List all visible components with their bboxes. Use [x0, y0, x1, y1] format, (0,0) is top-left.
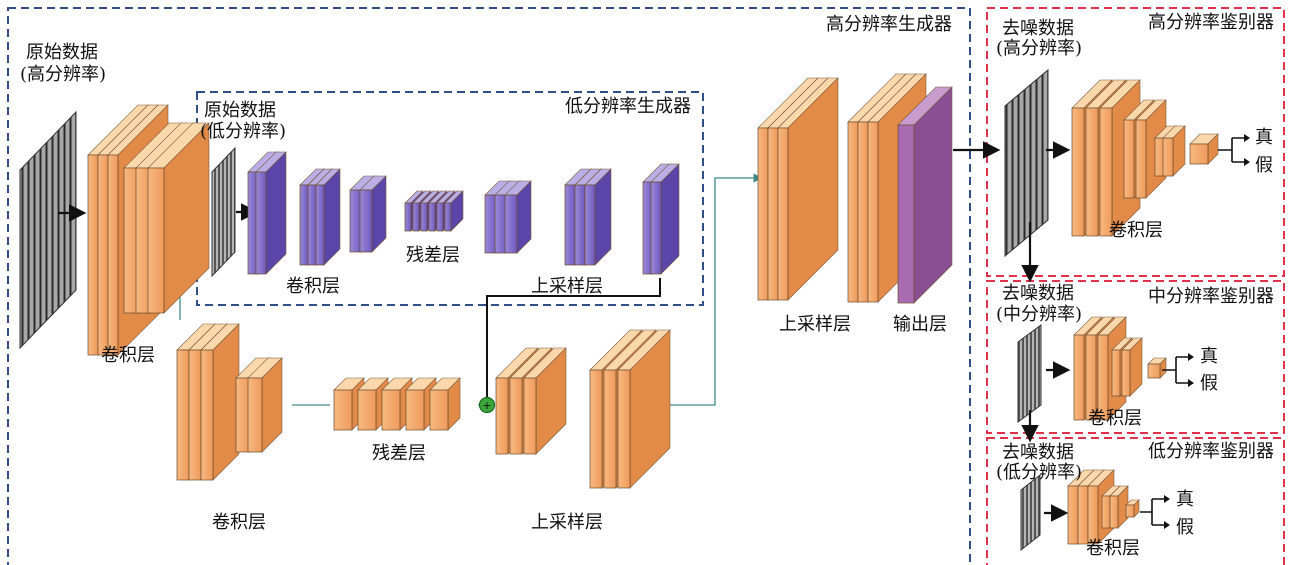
- lr-upsample-block: [504, 180, 532, 254]
- disc-conv-block: [1121, 337, 1143, 397]
- conv-layer-block: [247, 357, 283, 453]
- hr-residual-label: 残差层: [372, 443, 426, 464]
- hr-disc-conv-label: 卷积层: [1109, 220, 1163, 241]
- upsample-block: [777, 77, 839, 301]
- hr-disc-input-label: 去噪数据: [1002, 18, 1074, 39]
- lr-disc-input-label: 去噪数据: [1002, 442, 1074, 463]
- mr-denoised-image: [1017, 324, 1042, 423]
- mr-discriminator-box: [986, 280, 1285, 434]
- lr-upsample-block: [650, 163, 680, 275]
- hr-disc-fake: 假: [1255, 155, 1273, 176]
- disc-conv-block: [1189, 133, 1219, 165]
- lr-conv-block: [359, 175, 387, 253]
- hr-upsample-label: 上采样层: [531, 512, 603, 533]
- disc-conv-block: [1147, 357, 1167, 379]
- lr-residual-label: 残差层: [406, 245, 460, 266]
- add-node: [478, 396, 496, 414]
- skip-connection: [486, 278, 661, 398]
- lr-conv-block: [255, 151, 287, 275]
- hr-generator-box: [7, 7, 971, 565]
- hr-input-sublabel: (高分辨率): [20, 64, 107, 85]
- mr-disc-conv-label: 卷积层: [1088, 408, 1142, 429]
- lr-input-sublabel: (低分辨率): [200, 121, 287, 142]
- add-node-symbol: +: [482, 399, 491, 412]
- lr-residual-block: [444, 190, 464, 232]
- upsample-block: [523, 347, 567, 455]
- conv-layer-block: [147, 122, 210, 314]
- hr-disc-title: 高分辨率鉴别器: [1148, 12, 1274, 33]
- hr-disc-real: 真: [1255, 127, 1273, 148]
- lr-conv-label: 卷积层: [286, 276, 340, 297]
- hr-output-label: 输出层: [893, 314, 947, 335]
- lr-disc-input-sublabel: (低分辨率): [996, 462, 1083, 483]
- disc-conv-block: [1125, 499, 1140, 518]
- lr-input-image: [211, 146, 236, 278]
- upsample-block: [617, 329, 671, 489]
- lr-discriminator-box: [986, 437, 1285, 565]
- real-fake-arrows: [1140, 137, 1244, 526]
- mr-disc-input-sublabel: (中分辨率): [996, 304, 1083, 325]
- disc-conv-block: [1109, 485, 1129, 529]
- lr-generator-title: 低分辨率生成器: [565, 96, 691, 117]
- mr-disc-fake: 假: [1200, 373, 1218, 394]
- mr-disc-title: 中分辨率鉴别器: [1148, 286, 1274, 307]
- hr-bottom-conv-label: 卷积层: [212, 512, 266, 533]
- lr-disc-conv-label: 卷积层: [1086, 538, 1140, 559]
- lr-input-label: 原始数据: [204, 100, 276, 121]
- conv-layer-block: [200, 323, 240, 481]
- hr-disc-input-sublabel: (高分辨率): [996, 38, 1083, 59]
- mr-disc-real: 真: [1200, 346, 1218, 367]
- lr-disc-fake: 假: [1176, 517, 1194, 538]
- hr-generator-title: 高分辨率生成器: [826, 14, 952, 35]
- mr-disc-input-label: 去噪数据: [1002, 283, 1074, 304]
- lr-denoised-image: [1020, 473, 1041, 552]
- hr-upsample2-label: 上采样层: [779, 314, 851, 335]
- hr-conv-label: 卷积层: [101, 345, 155, 366]
- disc-conv-block: [1162, 125, 1186, 177]
- hr-input-image: [19, 110, 77, 350]
- residual-block: [429, 377, 461, 431]
- output-layer-block: [897, 86, 953, 304]
- lr-conv-block: [315, 168, 341, 266]
- lr-upsample-block: [584, 168, 612, 266]
- hr-denoised-image: [1004, 68, 1049, 258]
- lr-disc-title: 低分辨率鉴别器: [1148, 441, 1274, 462]
- lr-disc-real: 真: [1176, 489, 1194, 510]
- hr-input-label: 原始数据: [26, 42, 98, 63]
- lr-upsample-label: 上采样层: [531, 276, 603, 297]
